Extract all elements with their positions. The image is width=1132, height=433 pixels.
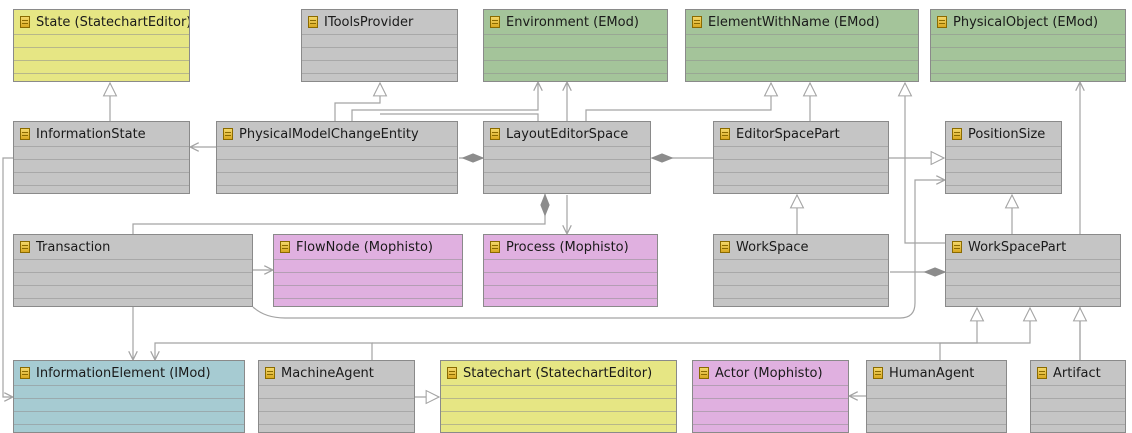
class-layouteditorspace[interactable]: LayoutEditorSpace [483, 121, 651, 194]
class-icon [952, 128, 962, 140]
class-editorspacepart[interactable]: EditorSpacePart [713, 121, 889, 194]
class-label: HumanAgent [889, 365, 975, 381]
class-label: PhysicalObject (EMod) [953, 14, 1099, 30]
composition-diamond-layouteditorspace-bottom [540, 193, 550, 217]
class-label: Process (Mophisto) [506, 239, 629, 255]
class-elementwithname[interactable]: ElementWithName (EMod) [685, 9, 919, 82]
class-label: ElementWithName (EMod) [708, 14, 880, 30]
class-icon [937, 16, 947, 28]
class-label: Actor (Mophisto) [715, 365, 823, 381]
class-label: Statechart (StatechartEditor) [463, 365, 653, 381]
class-icon [490, 128, 500, 140]
class-label: PhysicalModelChangeEntity [239, 126, 419, 142]
class-label: InformationState [36, 126, 146, 142]
class-icon [720, 128, 730, 140]
class-actor[interactable]: Actor (Mophisto) [692, 360, 849, 433]
class-label: IToolsProvider [324, 14, 414, 30]
composition-diamond-workspacepart-left [923, 267, 947, 277]
connector-workspacepart-to-elementwithname [905, 83, 945, 244]
class-informationstate[interactable]: InformationState [13, 121, 190, 194]
connector-machineagent-to-informationelement [155, 342, 373, 360]
class-workspacepart[interactable]: WorkSpacePart [945, 234, 1121, 307]
connector-physicalmodelchangeentity-to-itoolsprovider [334, 83, 380, 121]
class-flownode[interactable]: FlowNode (Mophisto) [273, 234, 463, 307]
class-physicalmodelchangeentity[interactable]: PhysicalModelChangeEntity [216, 121, 458, 194]
class-physicalobject[interactable]: PhysicalObject (EMod) [930, 9, 1126, 82]
class-humanagent[interactable]: HumanAgent [866, 360, 1007, 433]
class-label: EditorSpacePart [736, 126, 840, 142]
class-machineagent[interactable]: MachineAgent [258, 360, 415, 433]
class-process[interactable]: Process (Mophisto) [483, 234, 658, 307]
class-label: State (StatechartEditor) [36, 14, 190, 30]
connector-physicalmodelchangeentity-to-environment [351, 83, 538, 121]
class-icon [308, 16, 318, 28]
class-icon [952, 241, 962, 253]
class-icon [720, 241, 730, 253]
class-icon [490, 241, 500, 253]
connector-layouteditorspace-to-itoolsprovider [380, 113, 539, 121]
connector-informationstate-to-informationelement [2, 157, 13, 397]
class-workspace[interactable]: WorkSpace [713, 234, 889, 307]
class-itoolsprovider[interactable]: IToolsProvider [301, 9, 458, 82]
class-icon [20, 128, 30, 140]
class-label: InformationElement (IMod) [36, 365, 211, 381]
class-icon [692, 16, 702, 28]
class-icon [280, 241, 290, 253]
class-transaction[interactable]: Transaction [13, 234, 253, 307]
class-statechart[interactable]: Statechart (StatechartEditor) [440, 360, 677, 433]
connector-layouteditorspace-to-transaction [132, 194, 546, 234]
connector-layouteditorspace-to-elementwithname [585, 83, 771, 121]
class-icon [1037, 367, 1047, 379]
class-positionsize[interactable]: PositionSize [945, 121, 1062, 194]
class-label: Environment (EMod) [506, 14, 639, 30]
class-label: Artifact [1053, 365, 1101, 381]
connector-transaction-to-positionsize [252, 180, 944, 319]
class-icon [873, 367, 883, 379]
class-label: LayoutEditorSpace [506, 126, 629, 142]
composition-diamond-layouteditorspace-right [650, 153, 674, 163]
connector-machineagent-to-workspacepart [372, 308, 1030, 344]
class-informationelement[interactable]: InformationElement (IMod) [13, 360, 245, 433]
class-icon [20, 367, 30, 379]
class-artifact[interactable]: Artifact [1030, 360, 1126, 433]
class-icon [447, 367, 457, 379]
class-label: WorkSpacePart [968, 239, 1067, 255]
class-icon [20, 241, 30, 253]
class-environment[interactable]: Environment (EMod) [483, 9, 668, 82]
composition-diamond-layouteditorspace-left [461, 153, 485, 163]
class-icon [265, 367, 275, 379]
class-icon [20, 16, 30, 28]
class-label: PositionSize [968, 126, 1046, 142]
class-label: MachineAgent [281, 365, 374, 381]
class-label: WorkSpace [736, 239, 809, 255]
class-label: Transaction [36, 239, 111, 255]
class-icon [699, 367, 709, 379]
class-icon [490, 16, 500, 28]
class-icon [223, 128, 233, 140]
class-state[interactable]: State (StatechartEditor) [13, 9, 190, 82]
connector-humanagent-to-workspacepart [939, 308, 977, 360]
class-label: FlowNode (Mophisto) [296, 239, 433, 255]
